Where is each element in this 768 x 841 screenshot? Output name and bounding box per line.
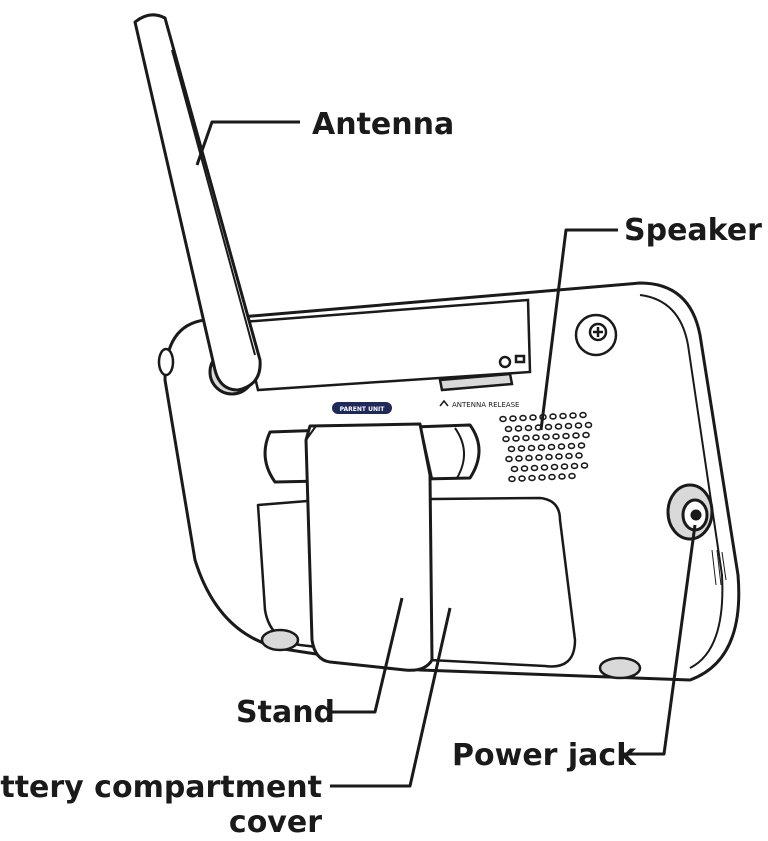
leader-lines [195, 120, 697, 788]
battery-leader [330, 607, 452, 788]
speaker-hole [504, 425, 513, 433]
stand-leader [332, 597, 404, 714]
speaker-grille [499, 411, 593, 483]
speaker-hole [579, 411, 587, 419]
parent-unit-text: PARENT UNIT [340, 406, 386, 413]
speaker-hole [580, 462, 589, 469]
speaker-hole [519, 414, 527, 422]
speaker-hole [564, 422, 573, 430]
speaker-hole [527, 444, 536, 452]
battery-cover-label-line2: cover [229, 805, 322, 840]
speaker-hole [529, 414, 537, 421]
speaker-hole [517, 445, 526, 452]
stand [304, 422, 434, 672]
side-fine-print [711, 549, 727, 586]
speaker-hole [508, 475, 516, 483]
speaker-hole [547, 443, 556, 451]
speaker-hole [582, 431, 590, 439]
power-jack-label: Power jack [452, 738, 637, 773]
speaker-hole [572, 432, 580, 439]
speaker-hole [510, 465, 519, 473]
speaker-hole [544, 423, 553, 431]
speaker-hole [555, 453, 563, 460]
speaker-hole [584, 421, 593, 429]
speaker-hole [574, 422, 583, 429]
antenna-label: Antenna [312, 107, 454, 142]
speaker-hole [522, 434, 530, 442]
speaker-hole [525, 454, 533, 462]
speaker-hole [567, 442, 576, 450]
speaker-hole [560, 463, 569, 470]
speaker-hole [512, 435, 520, 442]
speaker-hole [518, 475, 526, 482]
speaker-hole [542, 433, 550, 441]
speaker-hole [570, 462, 579, 470]
speaker-hole [514, 425, 523, 432]
battery-cover-label-line1: Battery compartment [0, 770, 322, 805]
side-button [157, 347, 175, 377]
up-arrow-icon [439, 399, 449, 407]
speaker-hole [554, 423, 563, 430]
speaker-hole [509, 415, 517, 422]
speaker-hole [499, 415, 507, 423]
speaker-hole [549, 413, 557, 420]
speaker-hole [515, 455, 523, 462]
speaker-hole [537, 444, 546, 451]
speaker-hole [520, 465, 529, 472]
speaker-hole [532, 434, 540, 441]
speaker-hole [565, 452, 573, 460]
speaker-label: Speaker [624, 213, 762, 248]
speaker-hole [568, 472, 576, 480]
speaker-hole [502, 435, 510, 443]
speaker-hole [530, 464, 539, 472]
speaker-hole [524, 424, 533, 432]
speaker-hole [575, 452, 583, 459]
power-jack-leader [622, 524, 697, 756]
speaker-hole [569, 412, 577, 419]
speaker-hole [557, 443, 566, 450]
rubber-feet [260, 628, 642, 680]
speaker-leader [539, 228, 618, 431]
antenna-leader [195, 120, 300, 166]
speaker-hole [559, 412, 567, 420]
speaker-hole [535, 454, 543, 461]
speaker-hole [552, 433, 560, 440]
speaker-hole [540, 464, 549, 471]
speaker-hole [505, 455, 513, 463]
speaker-hole [548, 473, 556, 481]
speaker-hole [577, 442, 586, 449]
stand-label: Stand [236, 695, 335, 730]
speaker-hole [562, 432, 570, 440]
screw-icon [574, 313, 618, 357]
speaker-hole [558, 473, 566, 480]
parent-unit-badge: PARENT UNIT [332, 402, 392, 414]
power-jack [666, 483, 714, 541]
speaker-hole [507, 445, 516, 453]
speaker-hole [538, 474, 546, 481]
speaker-hole [545, 453, 553, 461]
speaker-hole [528, 474, 536, 482]
antenna-release-text: ANTENNA RELEASE [452, 401, 519, 409]
antenna-release-marking: ANTENNA RELEASE [439, 399, 519, 409]
speaker-hole [550, 463, 559, 471]
antenna [133, 13, 262, 396]
